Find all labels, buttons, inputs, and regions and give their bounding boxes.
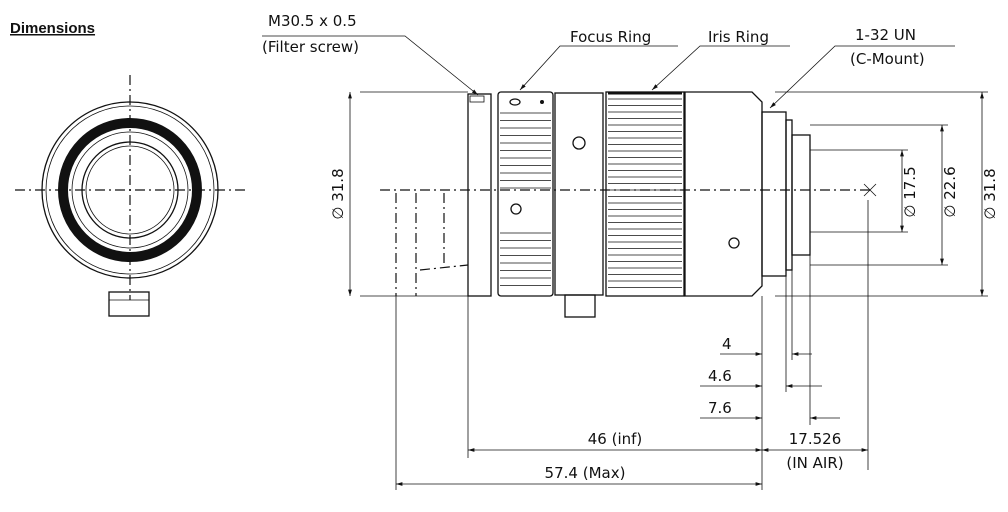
front-view: [15, 75, 245, 317]
length-max-label: 57.4 (Max): [545, 464, 626, 482]
screw-icon: [564, 294, 596, 318]
length-inf-label: 46 (inf): [588, 430, 643, 448]
mount-note-label: (C-Mount): [850, 50, 925, 68]
depth-4-6-label: 4.6: [708, 367, 732, 385]
depth-4-label: 4: [722, 335, 732, 353]
side-view: [360, 91, 877, 318]
iris-ring-label: Iris Ring: [708, 28, 769, 46]
screw-icon: [108, 291, 150, 317]
diameter-dimensions: ∅ 31.8 ∅ 17.5 ∅ 22.6 ∅ 31.8: [329, 91, 999, 297]
filter-note-label: (Filter screw): [262, 38, 359, 56]
section-title: Dimensions: [10, 20, 95, 37]
flange-back-label: 17.526: [789, 430, 842, 448]
mount-thread-label: 1-32 UN: [855, 26, 916, 44]
filter-thread-label: M30.5 x 0.5: [268, 12, 357, 30]
rear-diameter-mid-label: ∅ 22.6: [941, 166, 959, 217]
rear-diameter-small-label: ∅ 17.5: [901, 166, 919, 217]
flange-note-label: (IN AIR): [786, 454, 843, 472]
length-dimensions: 4 4.6 7.6 46 (inf) 17.526 (IN AIR) 57.4 …: [395, 200, 869, 490]
focus-ring-label: Focus Ring: [570, 28, 651, 46]
callouts: M30.5 x 0.5 (Filter screw) Focus Ring Ir…: [262, 12, 955, 109]
iris-ring: [605, 91, 685, 297]
depth-7-6-label: 7.6: [708, 399, 732, 417]
rear-diameter-outer-label: ∅ 31.8: [981, 168, 999, 219]
focus-ring: [497, 91, 554, 297]
front-diameter-label: ∅ 31.8: [329, 168, 347, 219]
